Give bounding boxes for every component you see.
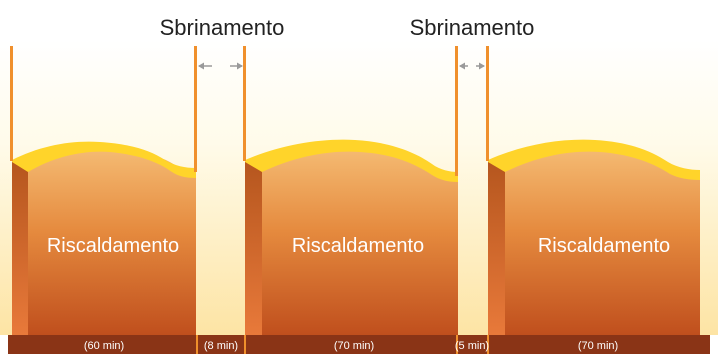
timeline-divider [196,335,198,354]
defrost-label-1: Sbrinamento [160,15,285,40]
double-arrow-icon [459,62,485,70]
heating-block-2 [243,46,458,335]
wave-crest [12,141,196,178]
heating-label-1: Riscaldamento [47,235,179,257]
duration-label: (8 min) [204,340,238,352]
heating-label-3: Riscaldamento [538,235,670,257]
heating-block-3 [486,46,700,335]
frame-post-left [10,46,13,161]
frame-post-right [455,46,458,176]
wave-crest [488,139,700,180]
block-side [245,160,262,335]
duration-label: (70 min) [334,340,374,352]
timeline-divider [456,335,458,354]
timeline-divider [244,335,246,354]
duration-label: (70 min) [578,340,618,352]
double-arrow-icon [198,62,243,70]
duration-label: (60 min) [84,340,124,352]
block-body [505,146,700,335]
frame-post-left [486,46,489,161]
frame-post-right [194,46,197,172]
defrost-label-2: Sbrinamento [410,15,535,40]
block-body [262,146,458,335]
block-body [28,147,196,335]
heating-block-1 [10,46,197,335]
block-side [12,160,28,335]
wave-crest [245,139,458,182]
duration-label: (5 min) [455,340,489,352]
timeline-bar [8,335,710,354]
frame-post-left [243,46,246,161]
timeline-divider [487,335,489,354]
block-side [488,160,505,335]
heating-label-2: Riscaldamento [292,235,424,257]
